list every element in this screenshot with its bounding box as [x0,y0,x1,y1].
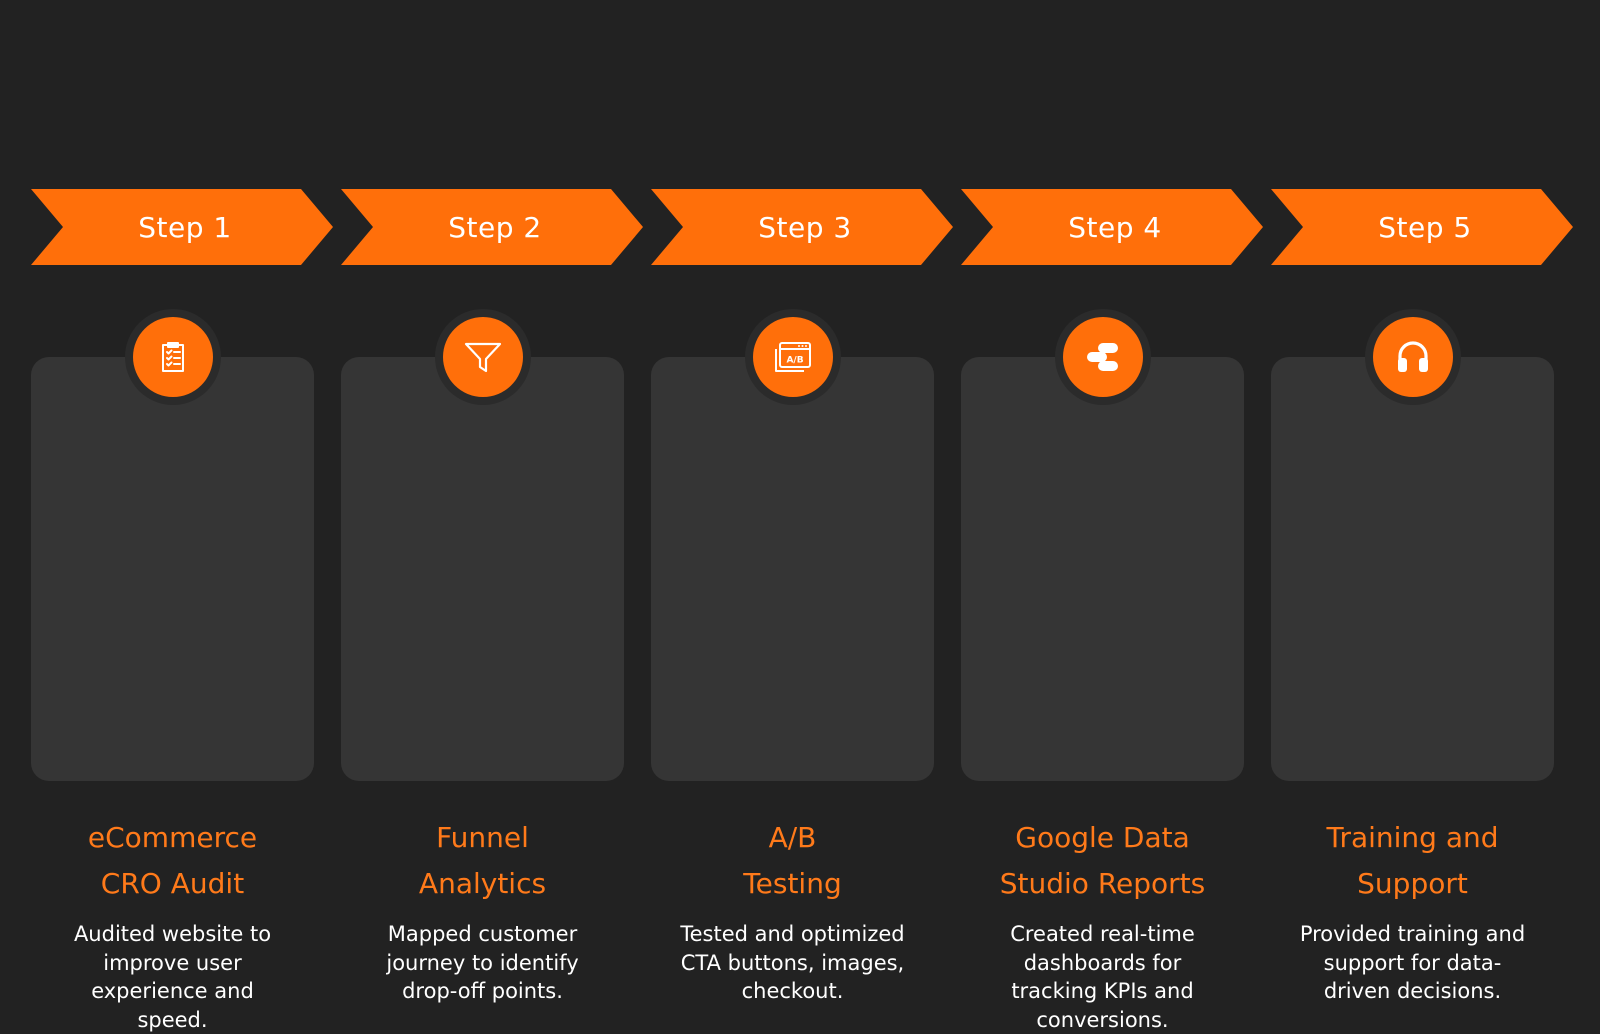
step-3-title: A/B Testing [651,815,934,907]
process-diagram: Step 1 eCommerce CRO Audit Audited websi… [31,0,1581,1032]
step-5-label: Step 5 [1378,210,1472,244]
step-3-card: A/B Testing Tested and optimized CTA but… [651,357,934,1003]
ab-icon-text: A/B [786,356,803,366]
step-2-label: Step 2 [448,210,542,244]
funnel-icon [464,342,502,373]
data-studio-logo-icon [1087,343,1118,371]
step-5-description: Provided training and support for data-d… [1299,922,1526,1003]
step-4: Step 4 Google Data Studio Reports Create… [961,0,1271,1032]
step-5-icon-badge [1373,317,1453,397]
step-2-icon-badge [443,317,523,397]
step-2-card: Funnel Analytics Mapped customer journey… [341,357,624,1003]
step-4-title-line-2: Studio Reports [999,867,1206,900]
step-4-description: Created real-time dashboards for trackin… [1010,922,1195,1032]
step-2-description: Mapped customer journey to identify drop… [386,922,579,1003]
step-3-title-line-2: Testing [743,867,842,900]
step-2: Step 2 Funnel Analytics Mapped customer … [341,0,651,1003]
step-1-title-line-2: CRO Audit [100,867,245,900]
step-2-chevron: Step 2 [341,189,643,265]
step-1-chevron: Step 1 [31,189,333,265]
clipboard-checklist-icon [162,342,184,372]
step-4-card: Google Data Studio Reports Created real-… [961,357,1244,1032]
step-5-chevron: Step 5 [1271,189,1573,265]
step-5-title-line-2: Support [1357,867,1468,900]
step-5-title: Training and Support [1271,815,1554,907]
step-1-title-line-1: eCommerce [87,821,258,854]
step-3: Step 3 A/B Testing Tested and optimized … [651,0,961,1003]
step-3-icon-badge: A/B [753,317,833,397]
step-1-title: eCommerce CRO Audit [31,815,314,907]
step-5: Step 5 Training and Support Provided tra… [1271,0,1581,1003]
step-2-title: Funnel Analytics [341,815,624,907]
step-1: Step 1 eCommerce CRO Audit Audited websi… [31,0,341,1032]
step-1-label: Step 1 [138,210,232,244]
step-2-title-line-2: Analytics [418,867,547,900]
step-4-chevron: Step 4 [961,189,1263,265]
step-4-title: Google Data Studio Reports [961,815,1244,907]
step-4-label: Step 4 [1068,210,1162,244]
step-3-description: Tested and optimized CTA buttons, images… [680,922,905,1003]
step-1-icon-badge [133,317,213,397]
step-3-chevron: Step 3 [651,189,953,265]
headphones-icon [1398,341,1428,372]
ab-test-browser-icon: A/B [775,342,811,372]
step-1-card: eCommerce CRO Audit Audited website to i… [31,357,314,1032]
step-3-title-line-1: A/B [768,821,817,854]
step-4-title-line-1: Google Data [1015,821,1190,854]
step-5-title-line-1: Training and [1326,821,1499,854]
step-1-description: Audited website to improve user experien… [73,922,272,1032]
step-3-label: Step 3 [758,210,852,244]
step-2-title-line-1: Funnel [436,821,529,854]
step-5-card: Training and Support Provided training a… [1271,357,1554,1003]
step-4-icon-badge [1063,317,1143,397]
